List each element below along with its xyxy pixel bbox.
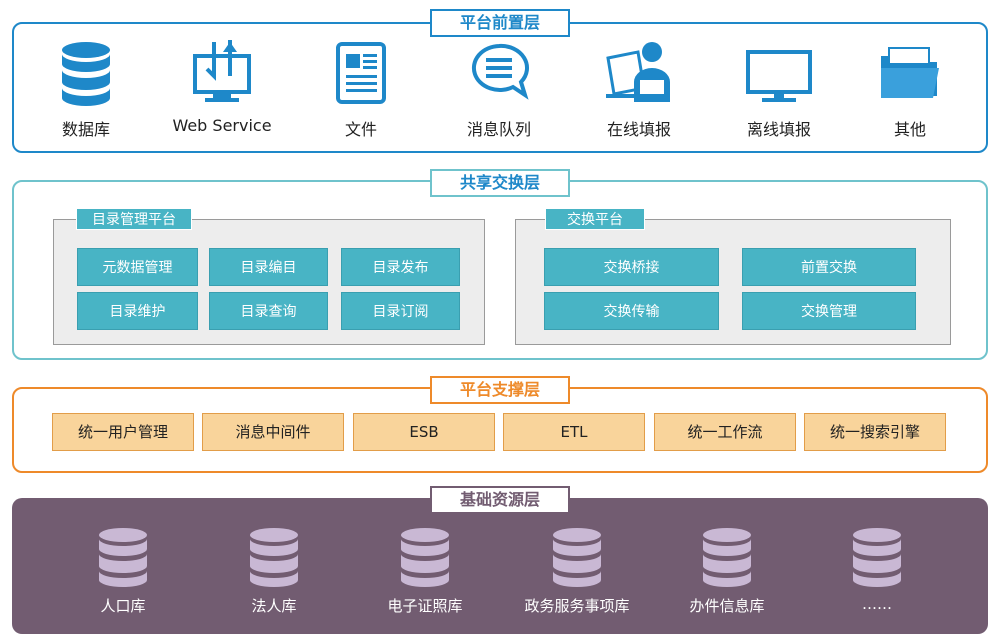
resource-layer-title: 基础资源层 [430, 486, 570, 514]
front-item-label: Web Service [172, 116, 272, 135]
support-item: 统一用户管理 [52, 413, 194, 451]
front-layer-title: 平台前置层 [430, 9, 570, 37]
database-icon [62, 42, 110, 106]
database-icon [553, 528, 601, 587]
catalog-item: 元数据管理 [77, 248, 198, 286]
resource-item-label: 办件信息库 [689, 597, 765, 615]
support-layer-title: 平台支撑层 [430, 376, 570, 404]
resource-item-label: …… [862, 595, 892, 613]
resource-item: …… [802, 527, 952, 613]
catalog-item: 目录查询 [209, 292, 328, 330]
resource-item: 政务服务事项库 [502, 527, 652, 616]
message-queue-icon [471, 43, 529, 100]
support-item: 统一工作流 [654, 413, 796, 451]
front-item-other: 其他 [845, 38, 975, 140]
front-item-label: 离线填报 [746, 120, 811, 139]
catalog-item: 目录编目 [209, 248, 328, 286]
resource-item-label: 电子证照库 [387, 597, 463, 615]
resource-item-label: 政务服务事项库 [524, 597, 630, 615]
front-item-web-service: Web Service [157, 38, 287, 135]
exchange-item: 前置交换 [742, 248, 916, 286]
front-item-database: 数据库 [21, 38, 151, 140]
resource-layer-frame [12, 498, 988, 634]
database-icon [250, 528, 298, 587]
exchange-item: 交换桥接 [544, 248, 719, 286]
catalog-item: 目录订阅 [341, 292, 460, 330]
resource-item: 电子证照库 [350, 527, 500, 616]
database-icon [401, 528, 449, 587]
catalog-item: 目录维护 [77, 292, 198, 330]
support-item: 统一搜索引擎 [804, 413, 946, 451]
resource-item: 办件信息库 [652, 527, 802, 616]
exchange-panel-title: 交换平台 [545, 208, 645, 230]
resource-item-label: 法人库 [251, 597, 297, 615]
support-item: 消息中间件 [202, 413, 344, 451]
resource-item: 人口库 [48, 527, 198, 616]
front-item-label: 在线填报 [606, 120, 671, 139]
catalog-panel-title: 目录管理平台 [76, 208, 192, 230]
folder-icon [881, 47, 939, 98]
online-report-icon [606, 42, 670, 102]
front-item-label: 数据库 [61, 120, 110, 139]
front-item-online-report: 在线填报 [574, 38, 704, 140]
web-service-icon [193, 40, 251, 102]
database-icon [99, 528, 147, 587]
exchange-item: 交换管理 [742, 292, 916, 330]
resource-item-label: 人口库 [100, 597, 146, 615]
support-item: ETL [503, 413, 645, 451]
support-item: ESB [353, 413, 495, 451]
offline-report-icon [746, 50, 812, 102]
front-item-label: 消息队列 [466, 120, 531, 139]
document-icon [336, 42, 386, 104]
front-item-message-queue: 消息队列 [434, 38, 564, 140]
front-item-label: 文件 [344, 120, 377, 139]
resource-item: 法人库 [199, 527, 349, 616]
database-icon [853, 528, 901, 587]
front-item-offline-report: 离线填报 [714, 38, 844, 140]
database-icon [703, 528, 751, 587]
front-item-label: 其他 [893, 120, 926, 139]
share-layer-title: 共享交换层 [430, 169, 570, 197]
front-item-file: 文件 [296, 38, 426, 140]
exchange-item: 交换传输 [544, 292, 719, 330]
catalog-item: 目录发布 [341, 248, 460, 286]
